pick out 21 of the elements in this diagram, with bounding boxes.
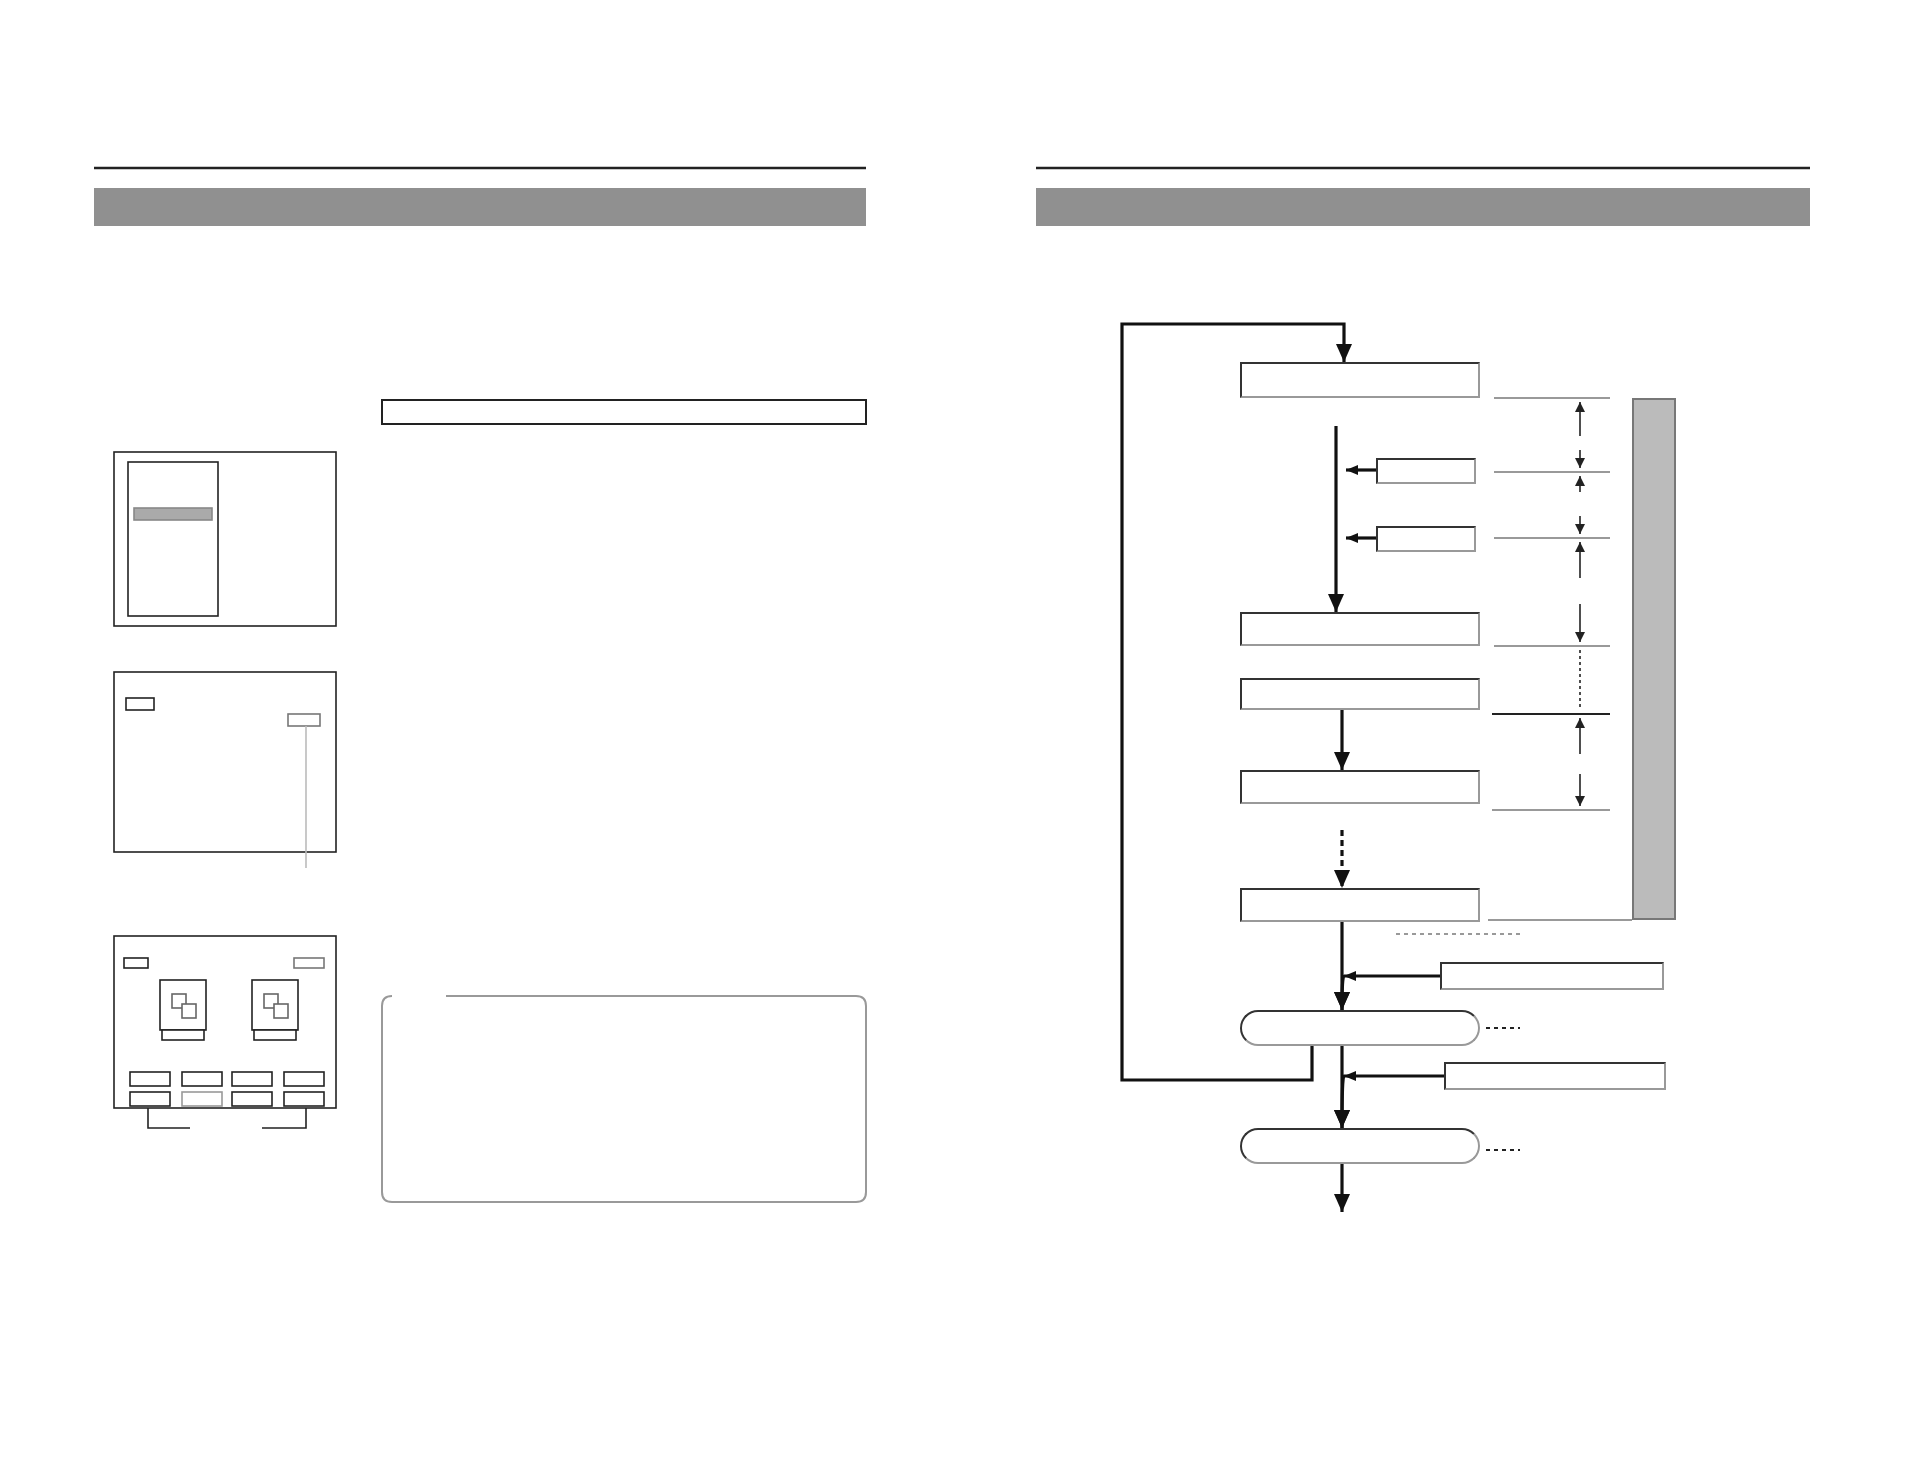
process-box — [1240, 612, 1480, 646]
arrow — [1334, 1164, 1350, 1212]
arrow — [1328, 426, 1344, 612]
arrow — [1334, 971, 1440, 1010]
arrow — [1334, 830, 1350, 888]
process-box — [1444, 1062, 1666, 1090]
arrow — [1346, 533, 1376, 543]
arrow — [1334, 710, 1350, 770]
process-box — [1240, 678, 1480, 710]
process-box — [1440, 962, 1664, 990]
arrow — [1120, 322, 1352, 1082]
terminal-box — [1240, 1010, 1480, 1046]
side-bar — [1632, 398, 1676, 920]
arrow — [1346, 465, 1376, 475]
process-box — [1240, 888, 1480, 922]
process-box — [1240, 362, 1480, 398]
process-box — [1376, 458, 1476, 484]
process-box — [1376, 526, 1476, 552]
arrow — [1334, 1071, 1444, 1128]
process-box — [1240, 770, 1480, 804]
terminal-box — [1240, 1128, 1480, 1164]
